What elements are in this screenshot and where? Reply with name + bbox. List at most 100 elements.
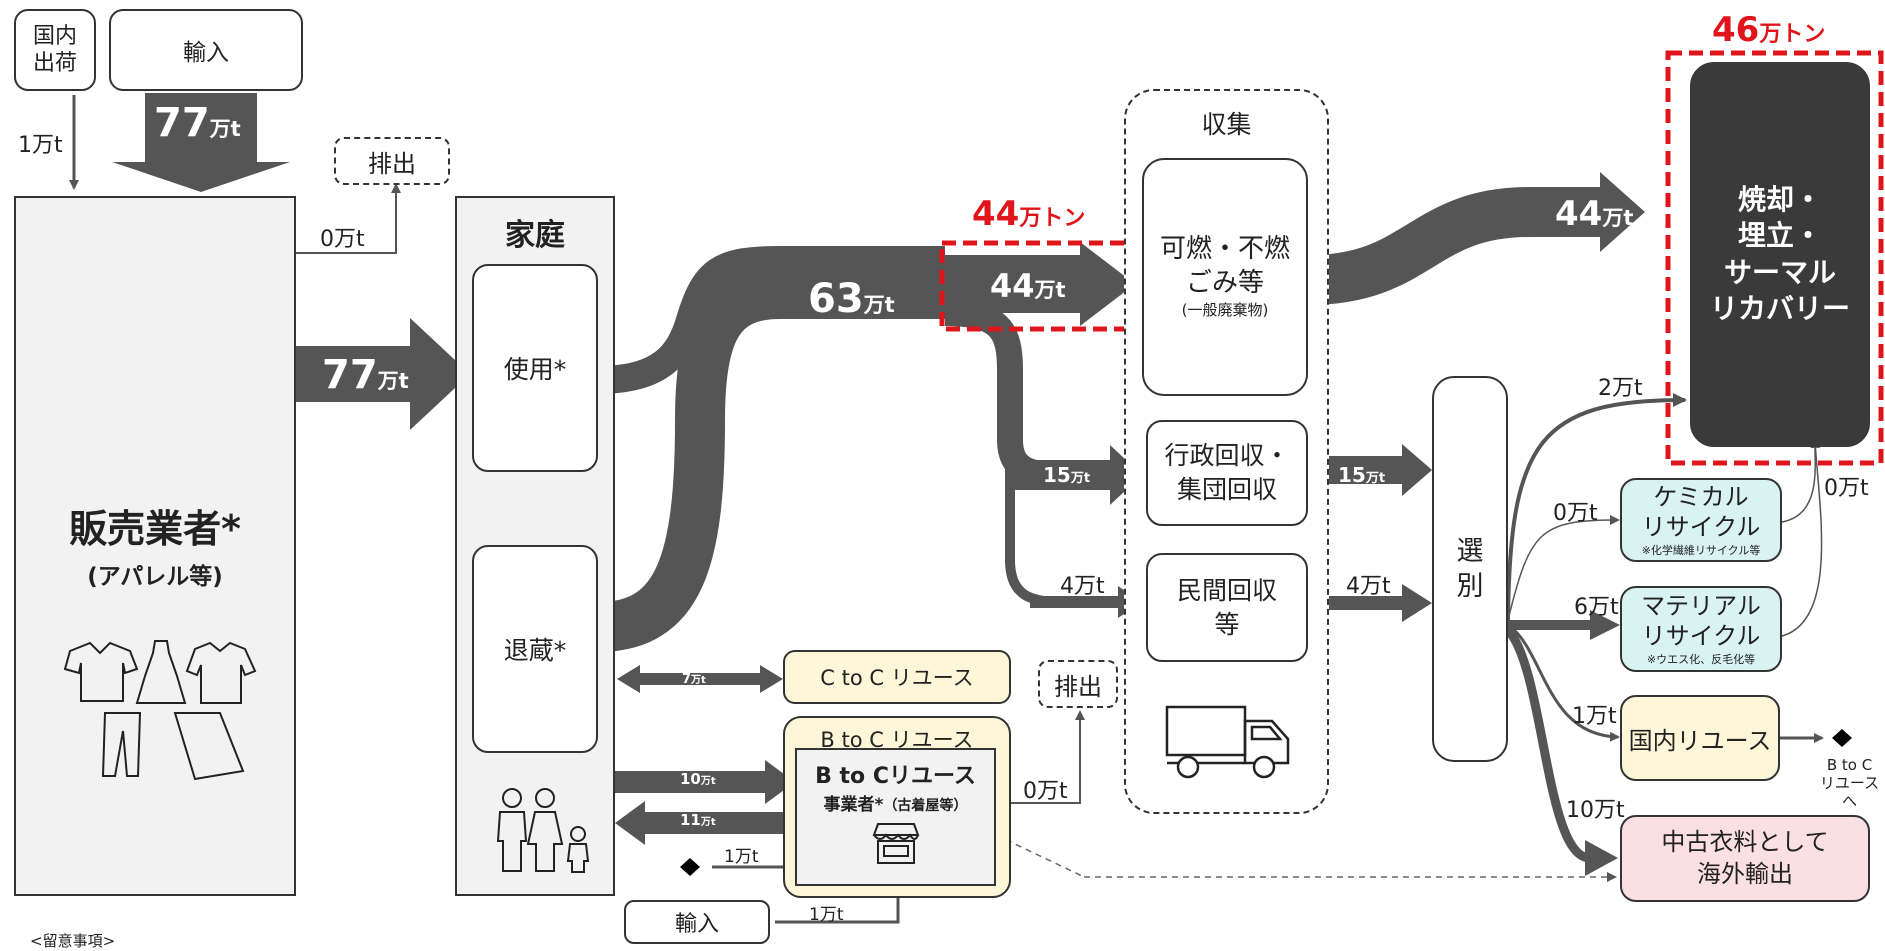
admin-branch-band (944, 300, 1061, 488)
import-to-btoc-label: 1万t (809, 905, 844, 925)
private-to-sorting-arrow (1308, 584, 1432, 622)
admin-to-sorting-arrow (1308, 444, 1432, 496)
btoc-outflow-arrow (615, 801, 795, 845)
private-to-sorting-flow-label: 4万t (1346, 574, 1391, 599)
admin-collection-box: 行政回収・ 集団回収 (1146, 420, 1308, 526)
btoc-inflow-arrow (615, 760, 795, 804)
ctoc-two-way-arrow (617, 665, 783, 693)
combustible-flow-arrow (945, 242, 1135, 326)
private-flow-arrow (1030, 586, 1142, 618)
btoc-operator-line1: B to Cリユース (815, 764, 976, 789)
sorting-to-export-curve (1504, 626, 1591, 863)
btoc-import-label: 輸入 (674, 912, 719, 937)
ctoc-reuse-label: C to C リユース (820, 666, 974, 690)
chemical-to-incineration-line (1781, 447, 1816, 523)
sorting-to-domestic-reuse-curve (1507, 623, 1620, 742)
retailer-discharge-flow: 0万t (320, 227, 365, 252)
private-collection-box: 民間回収 等 (1146, 553, 1308, 662)
chemical-line1: ケミカル (1653, 483, 1749, 512)
sort-to-chemical-label: 0万t (1553, 501, 1598, 526)
btoc-operator-line2: 事業者*（古着屋等） (823, 795, 968, 815)
recycle-to-incineration-label: 0万t (1824, 476, 1869, 501)
to-btoc-reuse-label: B to C リユースへ (1819, 756, 1880, 810)
export-line1: 中古衣料として (1661, 828, 1829, 857)
collection-title: 収集 (1201, 110, 1252, 139)
incineration-highlight-label: 46万トン (1712, 10, 1826, 50)
domestic-shipment-flow-label: 1万t (18, 133, 63, 158)
chemical-note: ※化学繊維リサイクル等 (1641, 544, 1761, 558)
incineration-line4: リカバリー (1709, 291, 1850, 325)
combustible-waste-box: 可燃・不燃 ごみ等 (一般廃棄物) (1142, 158, 1308, 396)
import-label: 輸入 (183, 40, 229, 66)
private-line1: 民間回収 (1176, 575, 1277, 605)
truck-icon (1165, 705, 1290, 779)
retailer-box: 販売業者* (アパレル等) (14, 196, 296, 896)
retailer-discharge-label: 排出 (368, 149, 416, 178)
btoc-inflow-label: 10万t (680, 770, 716, 788)
export-box: 中古衣料として 海外輸出 (1620, 815, 1870, 902)
retailer-to-household-flow: 77万t (322, 352, 409, 398)
stock-box: 退蔵* (472, 545, 598, 753)
domestic-shipment-box: 国内 出荷 (14, 9, 96, 91)
ctoc-flow-label: 7万t (682, 672, 706, 687)
material-recycle-box: マテリアル リサイクル ※ウエス化、反毛化等 (1620, 586, 1782, 672)
sorting-to-material-arrow (1508, 610, 1620, 640)
combustible-to-incineration-band (1307, 187, 1600, 305)
import-flow-label: 77万t (154, 100, 241, 146)
domestic-reuse-box: 国内リユース (1620, 695, 1780, 781)
use-label: 使用* (503, 355, 567, 384)
ctoc-reuse-box: C to C リユース (783, 650, 1011, 704)
clothing-icon (63, 640, 257, 781)
sorting-to-incineration-curve (1506, 393, 1687, 621)
material-line2: リサイクル (1641, 622, 1761, 651)
stock-outflow-band (597, 269, 945, 652)
combustible-highlight-label: 44万トン (972, 194, 1086, 234)
material-to-incineration-line (1781, 438, 1823, 637)
diamond-marker-right (1832, 729, 1852, 747)
private-flow-label: 4万t (1060, 574, 1105, 599)
sorting-to-chemical-curve (1507, 515, 1620, 621)
admin-flow-arrow (1005, 445, 1142, 505)
sort-to-material-label: 6万t (1574, 595, 1619, 620)
combustible-note: (一般廃棄物) (1181, 301, 1269, 320)
material-line1: マテリアル (1641, 592, 1761, 621)
incineration-line3: サーマル (1723, 255, 1836, 289)
sorting-box: 選 別 (1432, 376, 1508, 762)
private-line2: 等 (1214, 609, 1240, 639)
import-flow-arrow (112, 93, 290, 192)
material-note: ※ウエス化、反毛化等 (1646, 653, 1756, 667)
chemical-line2: リサイクル (1641, 513, 1761, 542)
sort-to-incineration-label: 2万t (1598, 376, 1643, 401)
main-flow-label: 63万t (808, 276, 895, 322)
domestic-shipment-label: 国内 出荷 (32, 23, 77, 77)
incineration-line1: 焼却・ (1737, 182, 1822, 216)
btoc-to-export-dashed-line (995, 834, 1617, 882)
combustible-line2: ごみ等 (1185, 268, 1264, 299)
diamond-marker-left (680, 858, 700, 876)
incineration-line2: 埋立・ (1737, 219, 1822, 253)
family-icon (496, 788, 590, 873)
to-incineration-flow-label: 44万t (1555, 194, 1634, 234)
combustible-flow-label: 44万t (990, 267, 1066, 305)
shop-icon (872, 823, 919, 864)
sort-to-export-label: 10万t (1566, 798, 1625, 823)
retailer-discharge-line (296, 183, 401, 254)
retailer-subtitle: (アパレル等) (87, 564, 223, 590)
export-line2: 海外輸出 (1697, 859, 1793, 888)
diamond-inflow-label: 1万t (724, 847, 759, 867)
incineration-box: 焼却・ 埋立・ サーマル リカバリー (1690, 62, 1870, 447)
household-title: 家庭 (505, 218, 565, 253)
import-to-btoc-arrow (775, 886, 903, 924)
sort-to-domestic-reuse-label: 1万t (1572, 704, 1617, 729)
combustible-line1: 可燃・不燃 (1159, 234, 1290, 265)
export-arrowhead (1585, 840, 1618, 876)
admin-flow-label: 15万t (1043, 463, 1091, 487)
use-box: 使用* (472, 264, 598, 472)
btoc-discharge-label: 排出 (1054, 672, 1102, 701)
retailer-to-household-arrow (296, 318, 470, 430)
btoc-operator-box: B to Cリユース 事業者*（古着屋等） (795, 748, 996, 886)
sorting-label: 選 別 (1456, 535, 1484, 602)
admin-line2: 集団回収 (1176, 475, 1277, 504)
